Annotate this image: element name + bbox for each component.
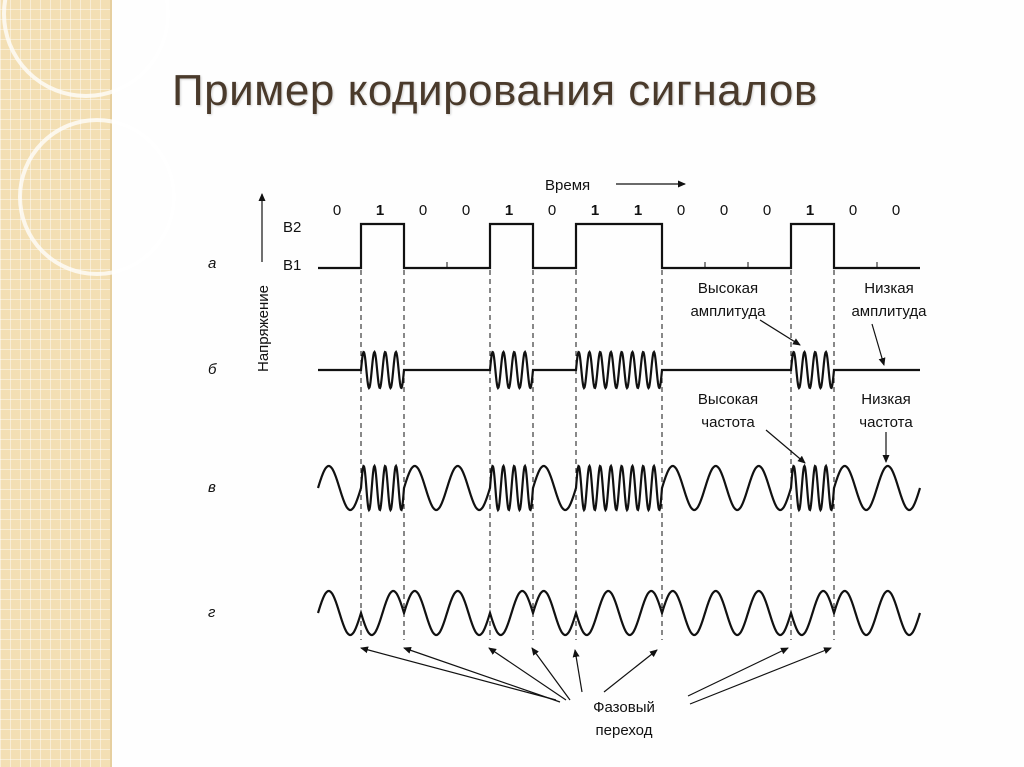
arrow-phase-shift	[403, 646, 561, 703]
bit-boundary-ticks	[446, 262, 878, 268]
row-label-a: а	[208, 255, 216, 272]
annotation-arrows	[360, 319, 890, 705]
arrow-low-amplitude	[871, 323, 886, 366]
decorative-ring-bottom	[18, 118, 176, 276]
transition-guide-lines	[360, 270, 835, 640]
row-label-g: г	[208, 604, 216, 621]
bit-label: 1	[505, 202, 513, 219]
frequency-modulated-waveform	[316, 463, 922, 513]
bit-label: 0	[333, 202, 341, 219]
annotation-phase-shift-line1: Фазовый	[593, 699, 655, 716]
annotation-phase-shift-line2: переход	[596, 722, 653, 739]
level-high-label: B2	[283, 219, 301, 236]
bit-label: 0	[763, 202, 771, 219]
arrow-phase-shift	[531, 647, 571, 701]
bit-label: 0	[849, 202, 857, 219]
row-label-b: б	[208, 361, 217, 378]
arrow-phase-shift	[572, 649, 583, 693]
bit-label: 1	[376, 202, 384, 219]
sidebar-divider	[110, 0, 112, 767]
annotation-low-frequency-line2: частота	[859, 414, 913, 431]
bit-labels: 0 1 0 0 1 0 1 1 0 0 0 1 0 0	[333, 202, 900, 219]
annotation-high-amplitude-line1: Высокая	[698, 280, 758, 297]
annotation-high-frequency-line2: частота	[701, 414, 755, 431]
bit-label: 0	[677, 202, 685, 219]
arrow-high-amplitude	[759, 319, 801, 346]
arrow-phase-shift	[360, 646, 557, 701]
voltage-axis-label: Напряжение	[255, 285, 272, 372]
digital-signal-waveform	[318, 222, 920, 270]
bit-label: 0	[548, 202, 556, 219]
slide-title: Пример кодирования сигналов	[172, 66, 818, 115]
bit-label: 0	[892, 202, 900, 219]
arrow-phase-shift	[603, 649, 658, 693]
annotation-high-amplitude-line2: амплитуда	[690, 303, 766, 320]
annotation-low-amplitude-line1: Низкая	[864, 280, 913, 297]
bit-label: 0	[720, 202, 728, 219]
bit-label: 0	[419, 202, 427, 219]
time-axis-label: Время	[545, 177, 590, 194]
bit-label: 1	[806, 202, 814, 219]
annotation-high-frequency-line1: Высокая	[698, 391, 758, 408]
arrow-high-frequency	[765, 429, 806, 464]
arrow-phase-shift	[687, 647, 789, 697]
bit-label: 1	[591, 202, 599, 219]
bit-label: 1	[634, 202, 642, 219]
bit-label: 0	[462, 202, 470, 219]
arrow-phase-shift	[488, 647, 567, 701]
annotation-low-frequency-line1: Низкая	[861, 391, 910, 408]
annotation-low-amplitude-line2: амплитуда	[851, 303, 927, 320]
amplitude-modulated-waveform	[318, 350, 920, 390]
level-low-label: B1	[283, 257, 301, 274]
row-label-v: в	[208, 479, 216, 496]
arrow-phase-shift	[689, 647, 832, 705]
phase-modulated-waveform	[316, 589, 922, 637]
